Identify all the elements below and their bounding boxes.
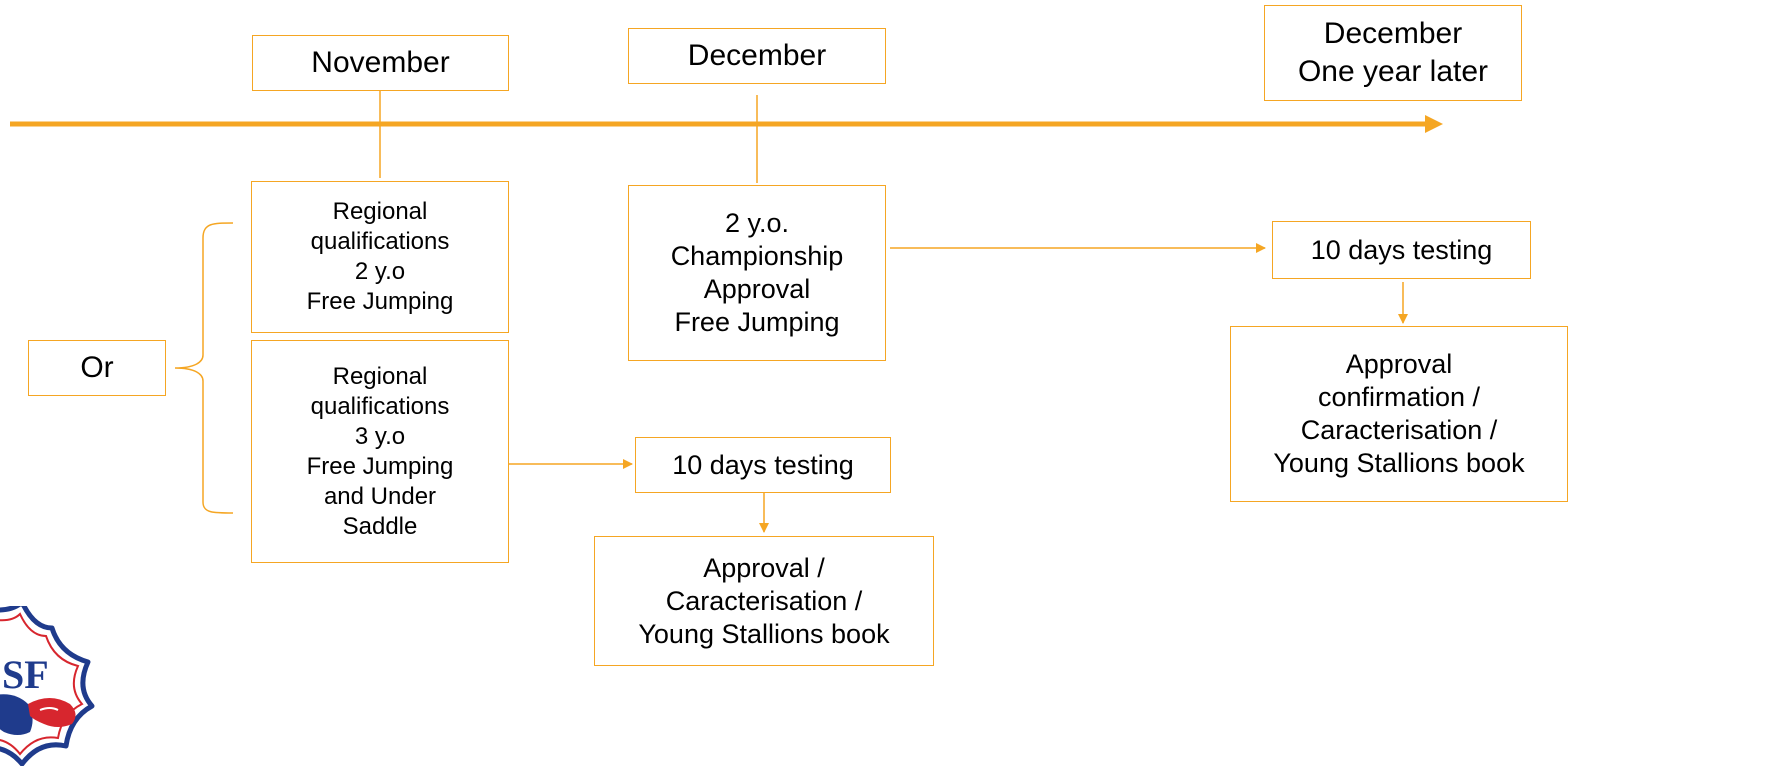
approval-lower-line-2: Caracterisation / <box>665 585 863 616</box>
regional-3yo-line-3: 3 y.o <box>354 422 406 450</box>
approval-upper-line-2: confirmation / <box>1317 382 1481 412</box>
approval-upper-line-4: Young Stallions book <box>1273 448 1525 478</box>
december-text: December <box>687 39 827 72</box>
championship-line-2: Championship <box>670 241 844 271</box>
regional-2yo-line-4: Free Jumping <box>306 288 454 315</box>
championship-line-1: 2 y.o. <box>724 208 790 238</box>
testing-upper-box: 10 days testing <box>1272 221 1531 279</box>
regional-3yo-line-4: Free Jumping <box>306 452 454 480</box>
championship-box: 2 y.o. Championship Approval Free Jumpin… <box>628 185 886 361</box>
december-later-line-2: One year later <box>1297 55 1489 88</box>
regional-2yo-box: Regional qualifications 2 y.o Free Jumpi… <box>251 181 509 333</box>
december-label: December <box>628 28 886 84</box>
regional-3yo-line-2: qualifications <box>310 392 450 420</box>
december-later-line-1: December <box>1323 17 1463 50</box>
november-label: November <box>252 35 509 91</box>
regional-2yo-line-1: Regional <box>332 198 428 225</box>
november-text: November <box>311 46 450 79</box>
regional-3yo-line-6: Saddle <box>342 512 418 540</box>
championship-line-3: Approval <box>703 274 811 304</box>
timeline-arrowhead <box>1425 115 1443 133</box>
regional-3yo-line-5: and Under <box>323 482 437 510</box>
or-box: Or <box>28 340 166 396</box>
approval-upper-line-1: Approval <box>1345 349 1453 379</box>
championship-line-4: Free Jumping <box>674 307 840 337</box>
sf-logo-icon: SF <box>0 606 95 766</box>
approval-lower-line-1: Approval / <box>703 552 825 583</box>
approval-lower-box: Approval / Caracterisation / Young Stall… <box>594 536 934 666</box>
logo-text: SF <box>2 652 49 697</box>
or-text: Or <box>80 351 114 384</box>
approval-upper-box: Approval confirmation / Caracterisation … <box>1230 326 1568 502</box>
approval-lower-line-3: Young Stallions book <box>638 618 890 649</box>
testing-lower-text: 10 days testing <box>672 449 854 480</box>
december-later-label: December One year later <box>1264 5 1522 101</box>
testing-upper-text: 10 days testing <box>1310 234 1493 265</box>
regional-2yo-line-2: qualifications <box>310 228 450 255</box>
regional-2yo-line-3: 2 y.o <box>354 258 406 285</box>
testing-lower-box: 10 days testing <box>635 437 891 493</box>
approval-upper-line-3: Caracterisation / <box>1300 415 1498 445</box>
or-bracket <box>174 222 234 514</box>
regional-3yo-line-1: Regional <box>332 362 428 390</box>
regional-3yo-box: Regional qualifications 3 y.o Free Jumpi… <box>251 340 509 563</box>
